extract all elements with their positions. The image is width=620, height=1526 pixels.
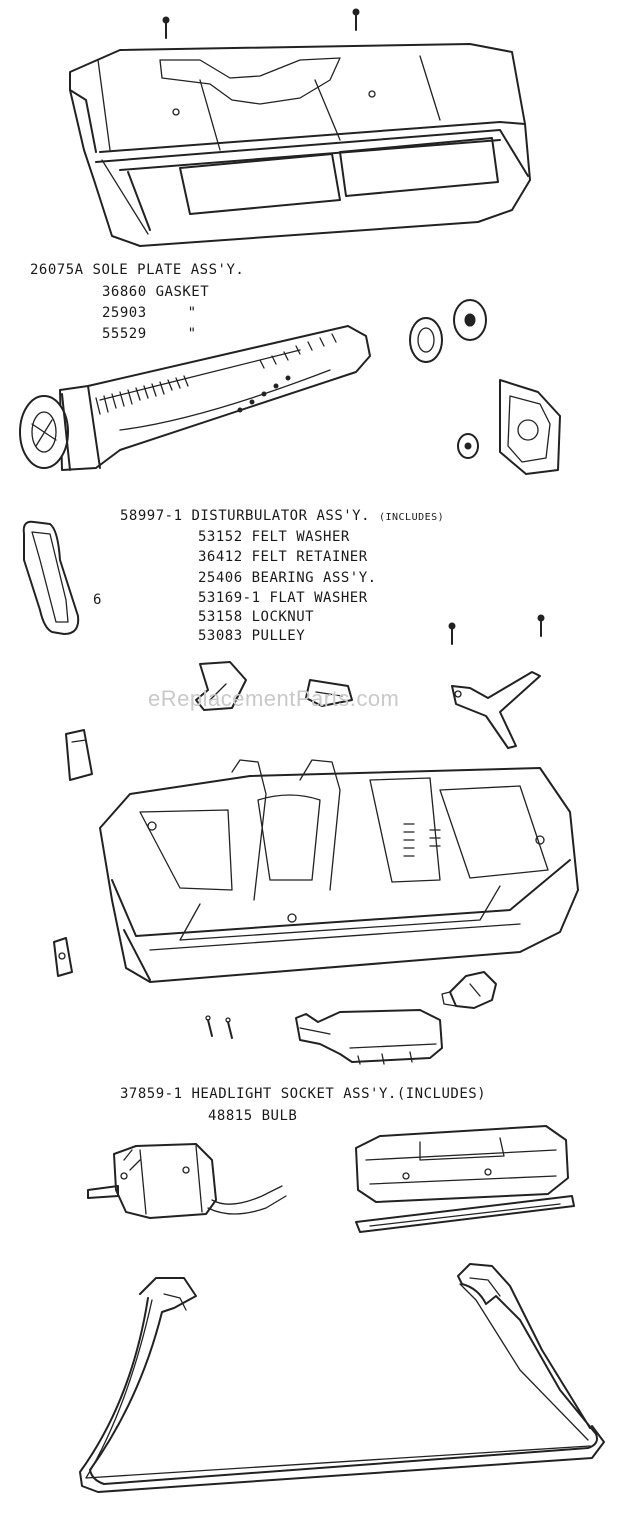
- headlight-socket-includes: (INCLUDES): [396, 1086, 487, 1102]
- bearing-assembly-name: BEARING ASS'Y.: [251, 570, 377, 586]
- y-bracket-part: [451, 671, 541, 749]
- sole-plate-part-number: 26075A: [30, 262, 84, 278]
- bumper-strip-drawing: [355, 1195, 575, 1233]
- locknut-part-number: 53158: [198, 609, 243, 625]
- bearing-assembly-part-number: 25406: [198, 570, 243, 586]
- belt-callout: 6: [93, 592, 102, 608]
- screw-top-right: [352, 8, 360, 31]
- motor-drawing: [87, 1143, 287, 1219]
- pulley-label: 53083 PULLEY: [198, 628, 305, 644]
- disturbulator-name: DISTURBULATOR ASS'Y.: [191, 508, 371, 524]
- flat-washer-part-number: 53169-1: [198, 590, 261, 606]
- bulb-label: 48815 BULB: [208, 1108, 297, 1124]
- part-55529-ditto: ": [187, 326, 197, 342]
- disturbulator-drawing: [19, 325, 371, 471]
- flat-washer-label: 53169-1 FLAT WASHER: [198, 590, 368, 606]
- bumper-cover-drawing: [355, 1125, 569, 1203]
- felt-washer-label: 53152 FELT WASHER: [198, 529, 350, 545]
- headlight-socket-part-number: 37859-1: [120, 1086, 183, 1102]
- bulb-part-number: 48815: [208, 1108, 253, 1124]
- gasket-name: GASKET: [155, 284, 210, 300]
- flat-washer-part: [457, 433, 479, 459]
- screw-top-left: [162, 16, 170, 39]
- headlight-socket-drawing: [295, 1009, 443, 1065]
- disturbulator-part-number: 58997-1: [120, 508, 183, 524]
- part-25903-label: 25903 ": [102, 305, 197, 321]
- gasket-label: 36860 GASKET: [102, 284, 209, 300]
- locknut-label: 53158 LOCKNUT: [198, 609, 314, 625]
- felt-retainer-label: 36412 FELT RETAINER: [198, 549, 368, 565]
- drive-belt-part: [22, 520, 80, 635]
- disturbulator-label: 58997-1 DISTURBULATOR ASS'Y. (INCLUDES): [120, 508, 444, 524]
- clip-part: [53, 937, 73, 977]
- felt-washer-name: FELT WASHER: [251, 529, 350, 545]
- screw-mid-right: [537, 614, 545, 637]
- main-housing-drawing: [99, 759, 579, 983]
- pulley-name: PULLEY: [251, 628, 306, 644]
- headlight-socket-name: HEADLIGHT SOCKET ASS'Y.: [191, 1086, 397, 1102]
- disturbulator-includes: (INCLUDES): [378, 512, 445, 523]
- gasket-part-number: 36860: [102, 284, 147, 300]
- bracket-part-2: [305, 679, 353, 707]
- felt-washer-part-number: 53152: [198, 529, 243, 545]
- part-25903-ditto: ": [187, 305, 197, 321]
- screw-mid-left: [448, 622, 456, 645]
- pin-part-2: [225, 1017, 233, 1039]
- bracket-part-1: [195, 661, 247, 711]
- part-55529-number: 55529: [102, 326, 147, 342]
- felt-retainer-name: FELT RETAINER: [251, 549, 368, 565]
- locknut-name: LOCKNUT: [251, 609, 315, 625]
- flat-washer-name: FLAT WASHER: [269, 590, 368, 606]
- bearing-assembly-part: [499, 379, 561, 475]
- sole-plate-name: SOLE PLATE ASS'Y.: [92, 262, 245, 278]
- felt-washer-part: [409, 317, 443, 363]
- bulb-part: [441, 971, 497, 1009]
- pad-part: [65, 729, 93, 781]
- felt-retainer-part-number: 36412: [198, 549, 243, 565]
- pulley-part-number: 53083: [198, 628, 243, 644]
- bearing-assembly-label: 25406 BEARING ASS'Y.: [198, 570, 377, 586]
- sole-plate-label: 26075A SOLE PLATE ASS'Y.: [30, 262, 244, 278]
- pin-part-1: [205, 1015, 213, 1037]
- part-25903-number: 25903: [102, 305, 147, 321]
- pulley-part: [453, 299, 487, 341]
- handle-bail-drawing: [79, 1263, 605, 1493]
- watermark: eReplacementParts.com: [148, 686, 400, 711]
- sole-plate-drawing: [69, 43, 531, 247]
- bulb-name: BULB: [261, 1108, 298, 1124]
- headlight-socket-label: 37859-1 HEADLIGHT SOCKET ASS'Y.(INCLUDES…: [120, 1086, 486, 1102]
- part-55529-label: 55529 ": [102, 326, 197, 342]
